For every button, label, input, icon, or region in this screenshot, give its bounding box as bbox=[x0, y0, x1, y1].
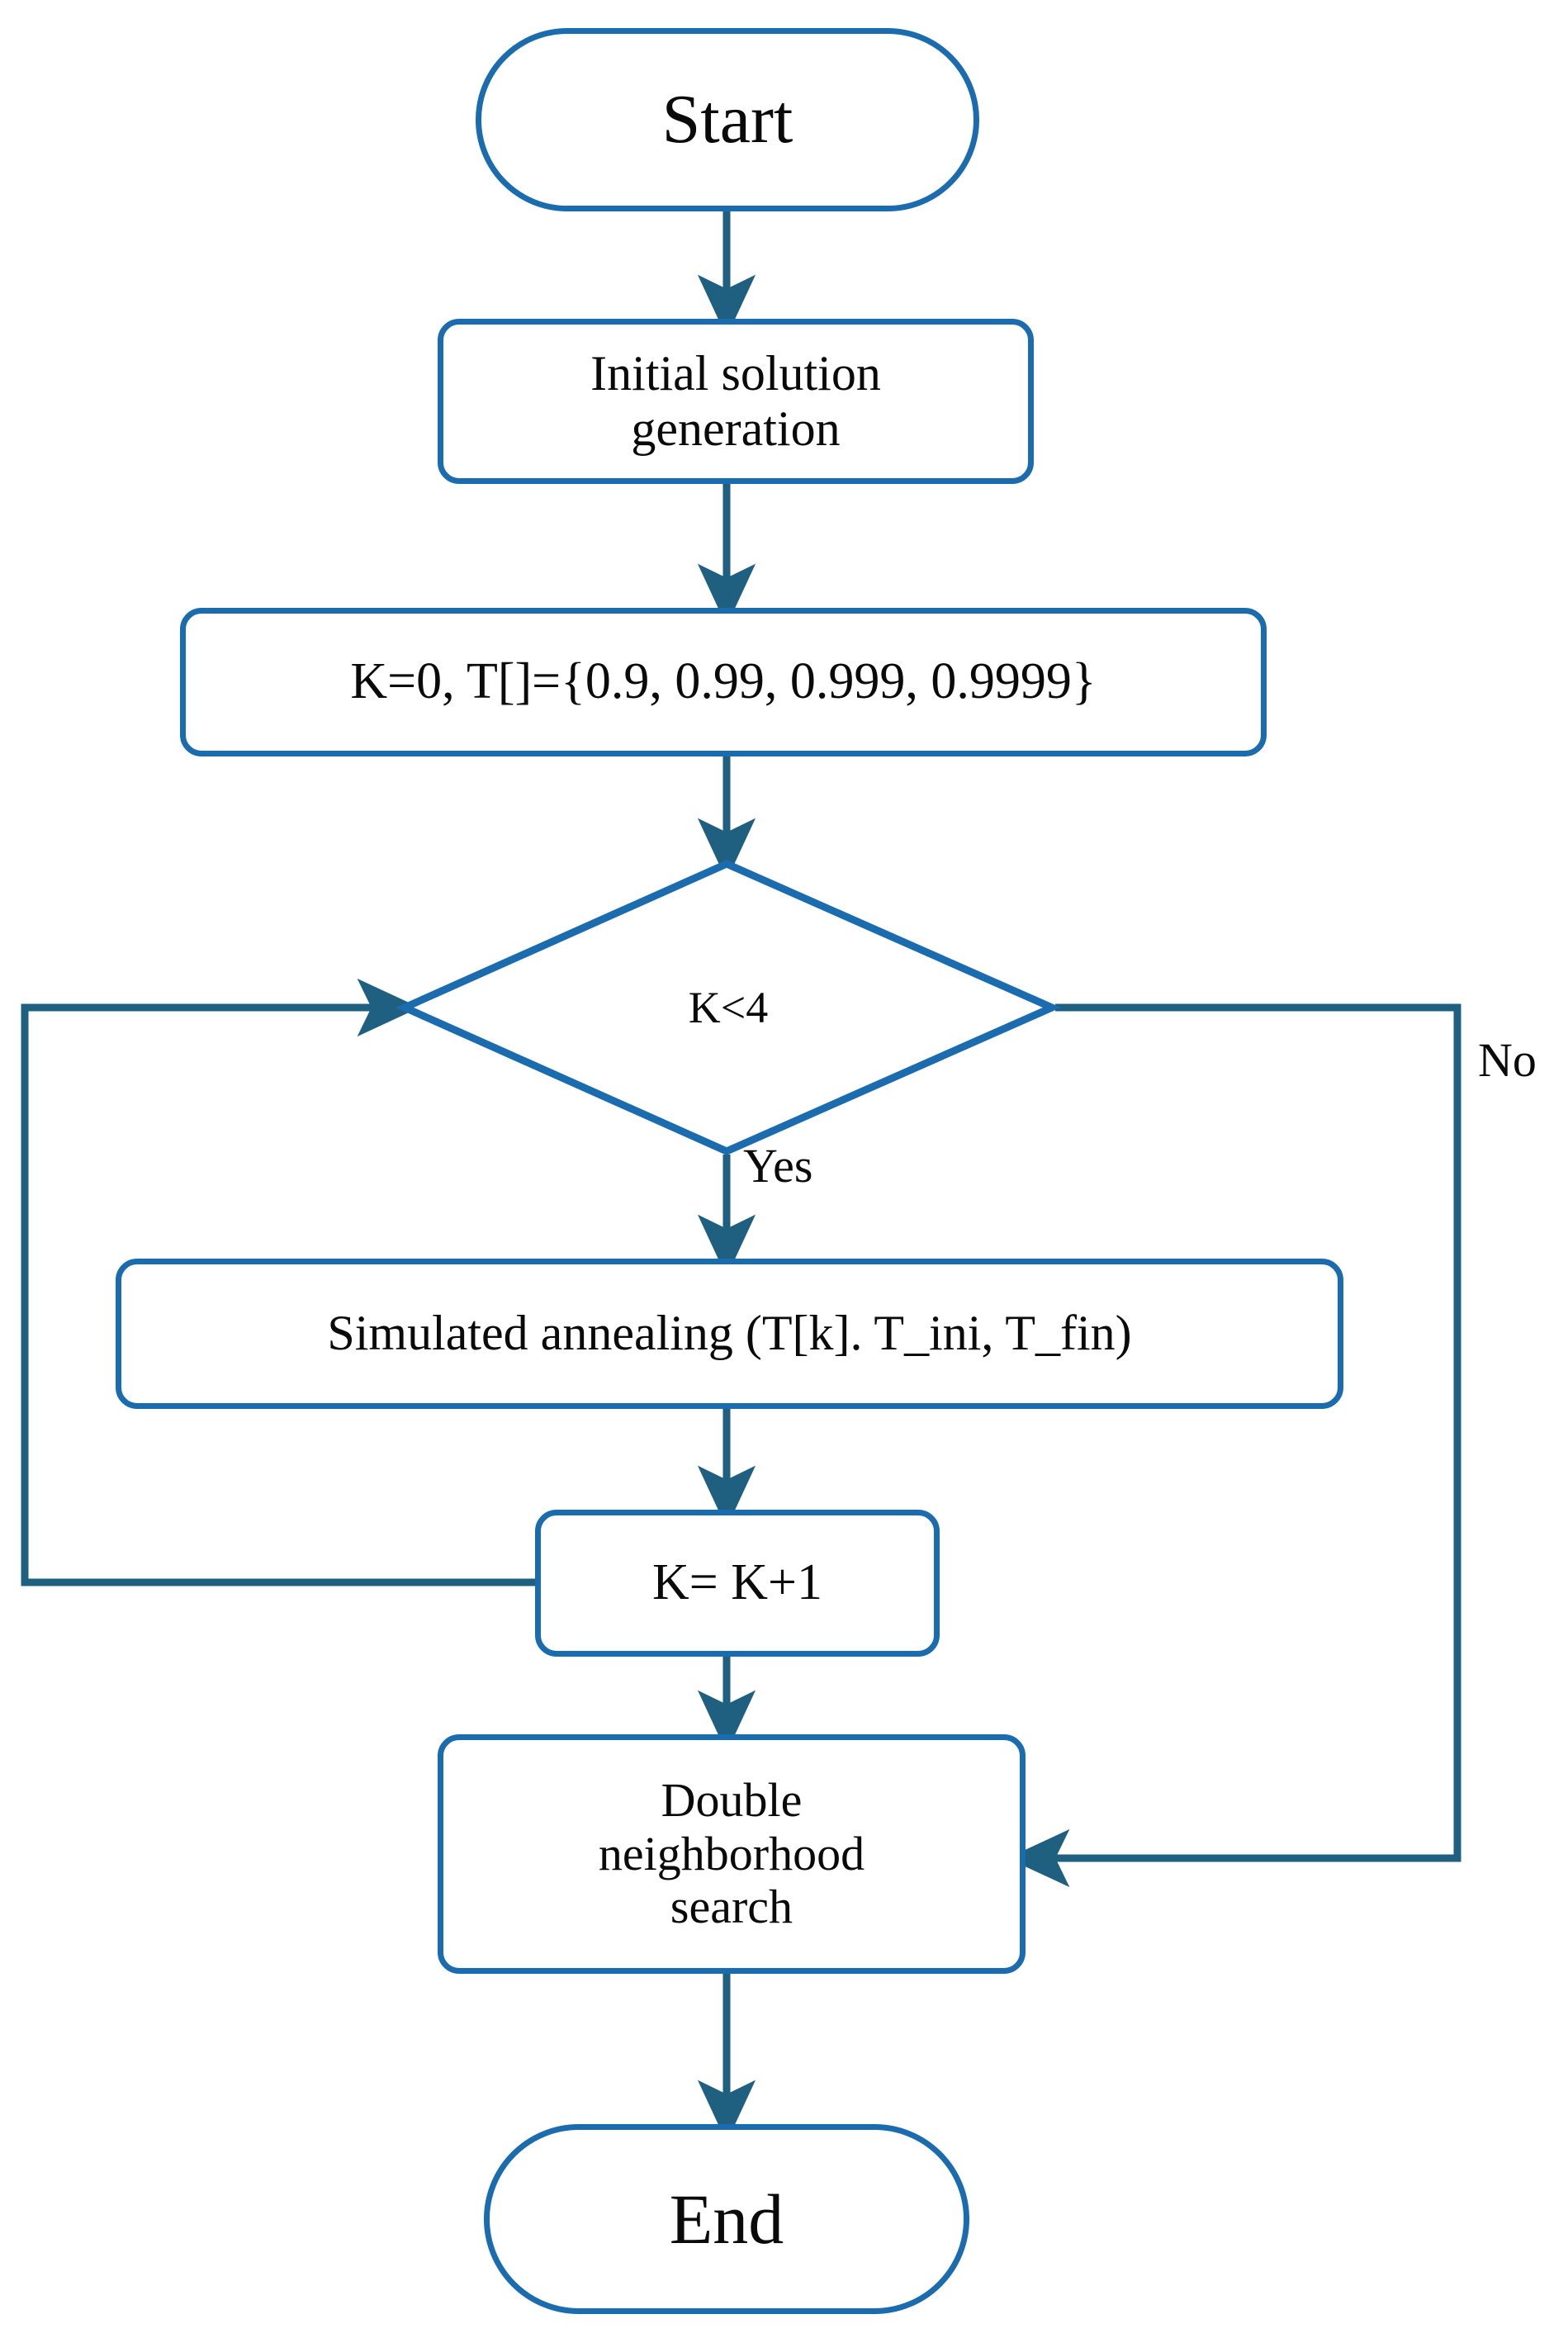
edge-label-yes: Yes bbox=[743, 1139, 813, 1193]
node-initial-solution-generation[interactable]: Initial solution generation bbox=[438, 319, 1034, 484]
node-double-neighborhood-search-label: Double neighborhood search bbox=[598, 1772, 865, 1934]
node-end-label: End bbox=[669, 2179, 784, 2259]
node-double-neighborhood-search[interactable]: Double neighborhood search bbox=[438, 1734, 1026, 1974]
node-initial-solution-generation-label: Initial solution generation bbox=[590, 345, 881, 456]
node-init-variables-label: K=0, T[]={0.9, 0.99, 0.999, 0.9999} bbox=[350, 653, 1097, 710]
node-increment-k-label: K= K+1 bbox=[652, 1554, 822, 1611]
node-end[interactable]: End bbox=[484, 2124, 969, 2314]
node-init-variables[interactable]: K=0, T[]={0.9, 0.99, 0.999, 0.9999} bbox=[180, 608, 1267, 756]
node-increment-k[interactable]: K= K+1 bbox=[535, 1510, 940, 1657]
edge-decision-no-to-dns bbox=[1007, 1003, 1461, 1888]
node-start-label: Start bbox=[661, 80, 793, 158]
node-simulated-annealing[interactable]: Simulated annealing (T[k]. T_ini, T_fin) bbox=[116, 1259, 1343, 1409]
edge-label-no: No bbox=[1478, 1033, 1537, 1087]
node-decision-k-less-than-4-label: K<4 bbox=[688, 983, 769, 1032]
node-simulated-annealing-label: Simulated annealing (T[k]. T_ini, T_fin) bbox=[327, 1306, 1132, 1361]
node-start[interactable]: Start bbox=[476, 28, 979, 211]
node-decision-k-less-than-4[interactable]: K<4 bbox=[401, 861, 1055, 1155]
